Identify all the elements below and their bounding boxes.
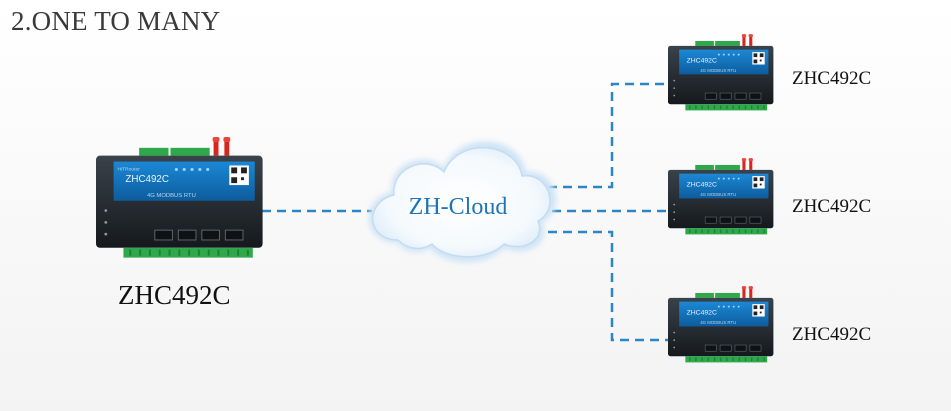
diagram-title: 2.ONE TO MANY <box>11 6 221 36</box>
main-device: ZHC492C 4G MODBUS RTU HiTRouter <box>95 136 264 259</box>
remote-device-3-label: ZHC492C <box>792 324 872 345</box>
cloud-node: ZH-Cloud <box>368 141 557 263</box>
link-cloud-to-remote-3 <box>548 230 668 342</box>
remote-device-2-front-name: ZHC492C <box>687 182 717 189</box>
main-device-brand: HiTRouter <box>118 166 141 172</box>
link-lines <box>262 82 668 342</box>
remote-device-3-front-sub: 4G MODBUS RTU <box>700 320 736 325</box>
main-device-front-sub: 4G MODBUS RTU <box>147 193 196 199</box>
remote-device-3: ZHC492C 4G MODBUS RTU <box>667 285 774 363</box>
main-device-front-name: ZHC492C <box>125 174 169 185</box>
remote-device-1-front-sub: 4G MODBUS RTU <box>700 68 736 73</box>
remote-device-2-front-sub: 4G MODBUS RTU <box>700 192 736 197</box>
cloud-label: ZH-Cloud <box>409 194 508 220</box>
main-device-label: ZHC492C <box>118 280 231 310</box>
remote-device-2: ZHC492C 4G MODBUS RTU <box>667 157 774 235</box>
remote-device-1-front-name: ZHC492C <box>687 58 717 65</box>
remote-device-1-label: ZHC492C <box>792 68 872 89</box>
remote-device-1: ZHC492C 4G MODBUS RTU <box>667 33 774 111</box>
remote-device-2-label: ZHC492C <box>792 196 872 217</box>
link-cloud-to-remote-1 <box>548 82 668 189</box>
remote-device-3-front-name: ZHC492C <box>687 310 717 317</box>
